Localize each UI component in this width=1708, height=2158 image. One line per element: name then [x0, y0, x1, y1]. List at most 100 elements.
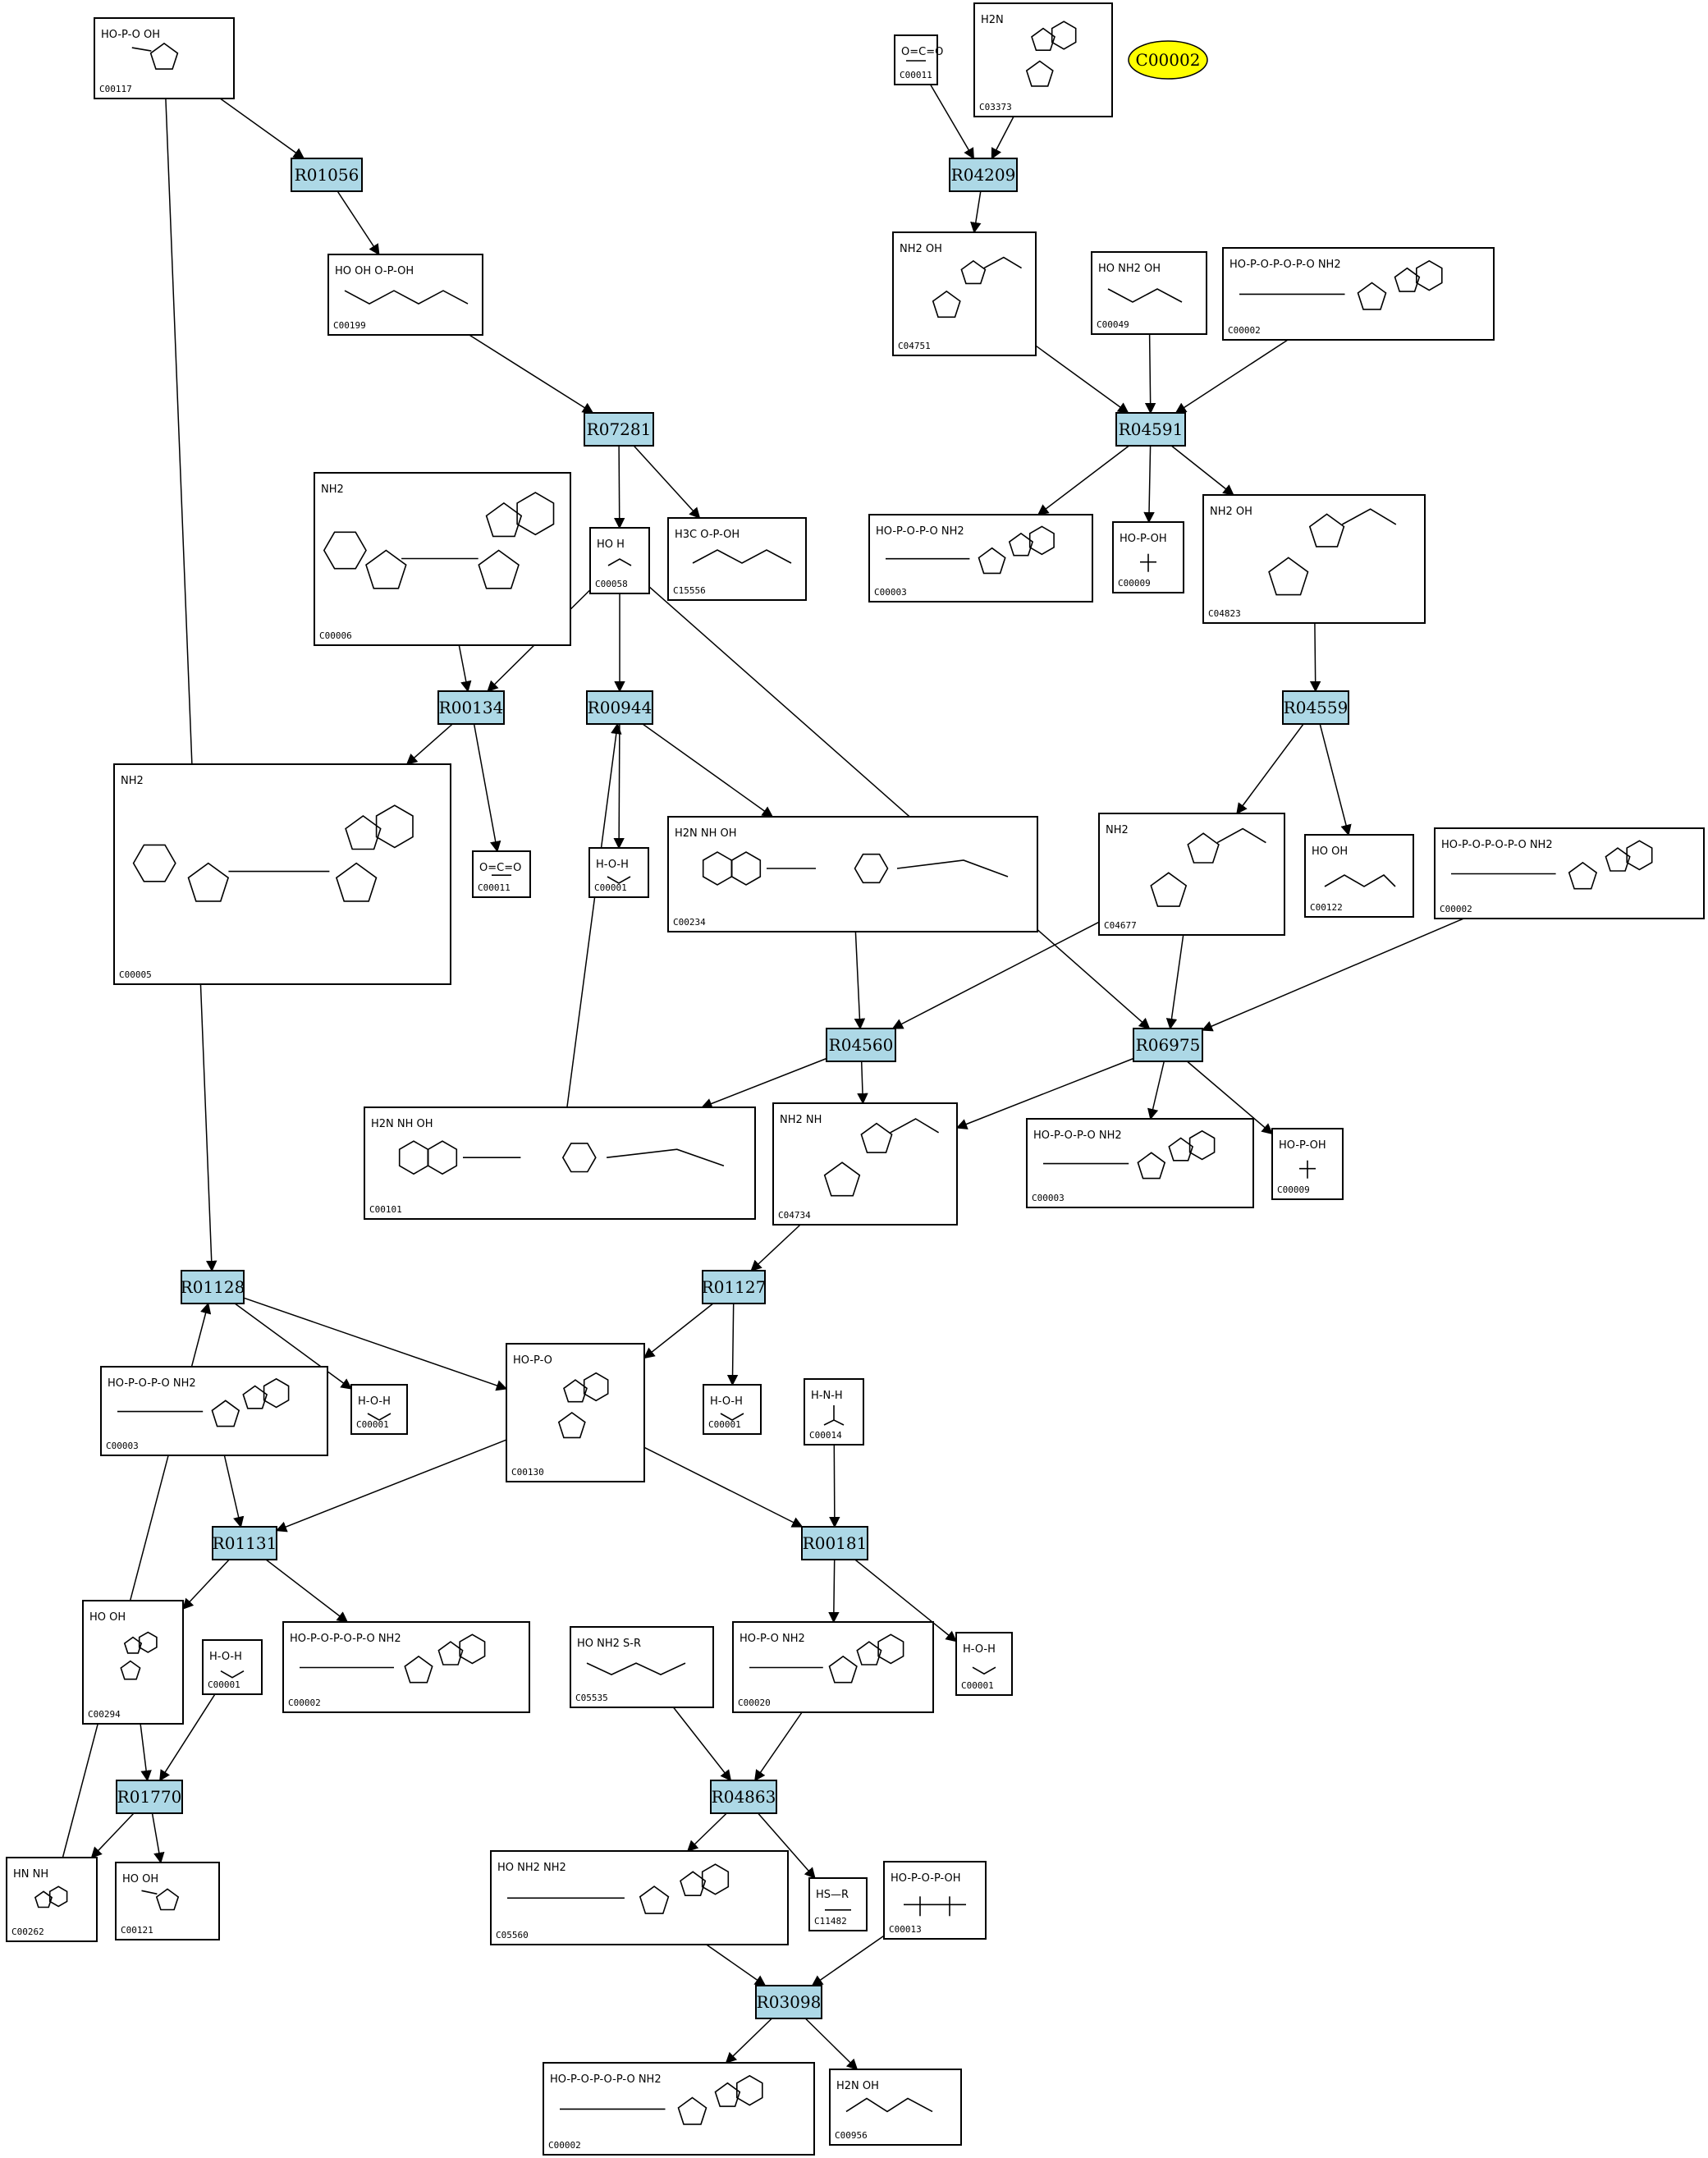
edge-arrow: [929, 84, 974, 160]
edge-arrow: [1037, 445, 1130, 515]
reaction-node[interactable]: R00181: [801, 1526, 868, 1560]
edge-arrow: [672, 1707, 732, 1782]
structure-drawing: [367, 1413, 392, 1421]
compound-id-label: C00001: [708, 1419, 741, 1430]
highlight-marker[interactable]: C00002: [1128, 40, 1208, 80]
reaction-node[interactable]: R04560: [826, 1028, 896, 1062]
compound-id-label: C00003: [106, 1441, 139, 1451]
structure-text: HO NH2 S-R: [577, 1638, 641, 1650]
reaction-node[interactable]: R00944: [586, 690, 653, 725]
reaction-node[interactable]: R01128: [181, 1270, 245, 1304]
edge-arrow: [701, 1057, 827, 1109]
reaction-id-label: R00134: [439, 698, 504, 717]
reaction-id-label: R01056: [295, 165, 359, 185]
reaction-node[interactable]: R03098: [755, 1985, 822, 2019]
reaction-id-label: R01127: [702, 1277, 767, 1297]
reaction-node[interactable]: R04559: [1282, 690, 1349, 725]
structure-drawing: [607, 876, 631, 884]
edge-arrow: [1143, 445, 1155, 524]
reaction-node[interactable]: R04863: [710, 1780, 777, 1814]
compound-id-label: C00009: [1118, 578, 1151, 589]
structure-text: HS—R: [816, 1889, 849, 1901]
structure-text: H-O-H: [596, 859, 629, 871]
compound-id-label: C00014: [809, 1430, 842, 1441]
compound-id-label: C00001: [356, 1419, 389, 1430]
reaction-node[interactable]: R00134: [437, 690, 505, 725]
edge-arrow: [1035, 345, 1129, 414]
compound-id-label: C00003: [1032, 1193, 1065, 1203]
edge-arrow: [643, 1303, 714, 1359]
compound-id-label: C00002: [288, 1698, 321, 1708]
compound-id-label: C00122: [1310, 902, 1343, 913]
structure-drawing: [120, 1631, 158, 1680]
reaction-node[interactable]: R04591: [1115, 412, 1186, 447]
compound-id-label: C00234: [673, 917, 706, 928]
reaction-node[interactable]: R04209: [949, 158, 1018, 192]
structure-drawing: [1025, 21, 1077, 87]
edge-arrow: [829, 1444, 840, 1528]
edge-arrow: [891, 921, 1100, 1029]
structure-text: O=C=O: [901, 46, 943, 58]
compound-id-label: C00130: [511, 1467, 544, 1478]
reaction-node[interactable]: R06975: [1133, 1028, 1203, 1062]
structure-drawing: [132, 804, 414, 902]
structure-drawing: [507, 1863, 730, 1914]
reaction-node[interactable]: R01131: [212, 1526, 277, 1560]
reaction-node[interactable]: R01056: [291, 158, 363, 192]
reaction-node[interactable]: R01770: [116, 1780, 183, 1814]
structure-drawing: [300, 1633, 486, 1684]
structure-text: HO-P-O-P-O-P-O NH2: [1441, 839, 1553, 851]
structure-drawing: [586, 1662, 686, 1675]
reaction-node[interactable]: R07281: [584, 412, 654, 447]
structure-text: H-O-H: [963, 1643, 996, 1656]
edge-arrow: [473, 723, 501, 853]
edge-arrow: [750, 1224, 801, 1271]
structure-text: NH2 OH: [900, 243, 942, 255]
structure-text: HO NH2 NH2: [497, 1862, 566, 1874]
reaction-node[interactable]: R01127: [702, 1270, 767, 1304]
structure-text: HO OH O-P-OH: [335, 265, 414, 277]
